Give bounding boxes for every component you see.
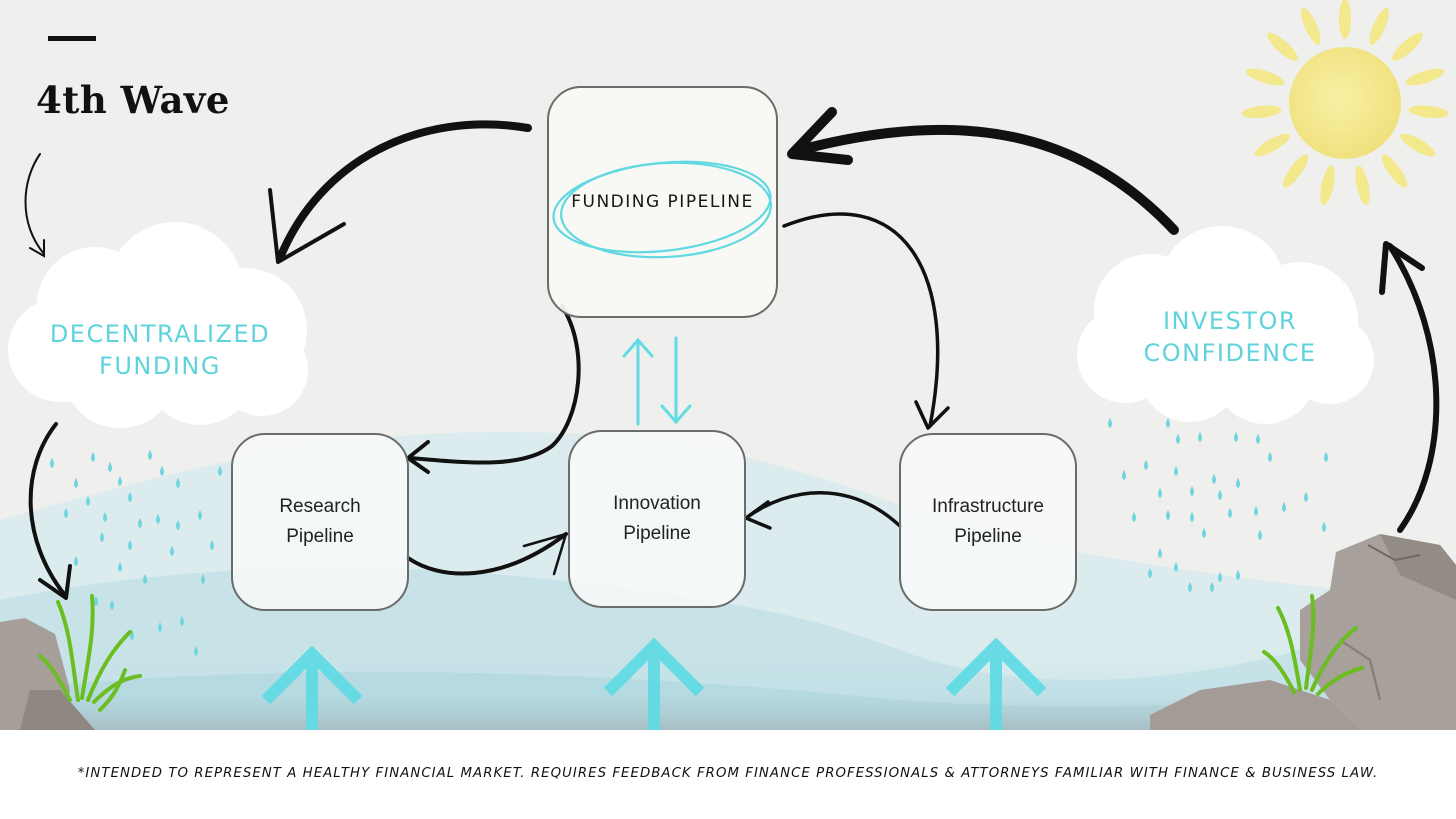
rock-icon xyxy=(0,534,1456,730)
cloud-label-investor: INVESTOR CONFIDENCE xyxy=(1130,305,1330,369)
up-arrow-icon xyxy=(261,637,1047,730)
funding-pipeline-label: FUNDING PIPELINE xyxy=(571,192,754,212)
funding-pipeline-box[interactable]: FUNDING PIPELINE xyxy=(547,86,778,318)
arrow-ground-to-investor xyxy=(1379,241,1440,533)
box-label-line: Pipeline xyxy=(286,526,354,547)
title-accent-bar xyxy=(48,36,96,41)
raindrop-icon xyxy=(50,450,222,656)
cloud-label-line: CONFIDENCE xyxy=(1143,339,1317,367)
arrow-infrastructure-to-innovation xyxy=(744,491,902,530)
footnote: *INTENDED TO REPRESENT A HEALTHY FINANCI… xyxy=(77,766,1379,781)
innovation-pipeline-box[interactable]: Innovation Pipeline xyxy=(568,430,746,608)
cloud-label-line: DECENTRALIZED xyxy=(49,320,271,348)
box-label-line: Pipeline xyxy=(623,523,691,544)
sun-icon xyxy=(1241,0,1449,205)
scene-background xyxy=(0,0,1456,730)
curved-arrow-icon xyxy=(24,153,45,258)
box-label-line: Innovation xyxy=(613,493,701,514)
box-label-line: Infrastructure xyxy=(932,496,1044,517)
infrastructure-pipeline-box[interactable]: Infrastructure Pipeline xyxy=(899,433,1077,611)
cloud-icon xyxy=(1077,226,1374,424)
grass-icon xyxy=(38,594,1364,712)
bidirectional-arrows-icon xyxy=(622,336,692,426)
cloud-label-line: FUNDING xyxy=(99,352,221,380)
research-pipeline-box[interactable]: Research Pipeline xyxy=(231,433,409,611)
cloud-label-line: INVESTOR xyxy=(1162,307,1298,335)
cloud-icon xyxy=(8,222,308,428)
arrow-funding-to-decentralized xyxy=(268,120,532,264)
box-label-line: Research xyxy=(279,496,361,517)
box-label-line: Pipeline xyxy=(954,526,1022,547)
raindrop-icon xyxy=(1108,418,1328,592)
diagram-canvas: 4th Wave DECENTRALIZED FUNDING INVESTOR … xyxy=(0,0,1456,730)
page-title: 4th Wave xyxy=(36,78,230,122)
hand-drawn-circle-icon xyxy=(552,160,772,259)
cloud-label-decentralized: DECENTRALIZED FUNDING xyxy=(40,318,280,382)
arrow-research-to-innovation xyxy=(406,532,568,576)
arrow-funding-to-infrastructure xyxy=(782,212,950,430)
arrow-decentralized-to-ground xyxy=(28,422,72,600)
arrow-investor-to-funding xyxy=(787,107,1179,235)
